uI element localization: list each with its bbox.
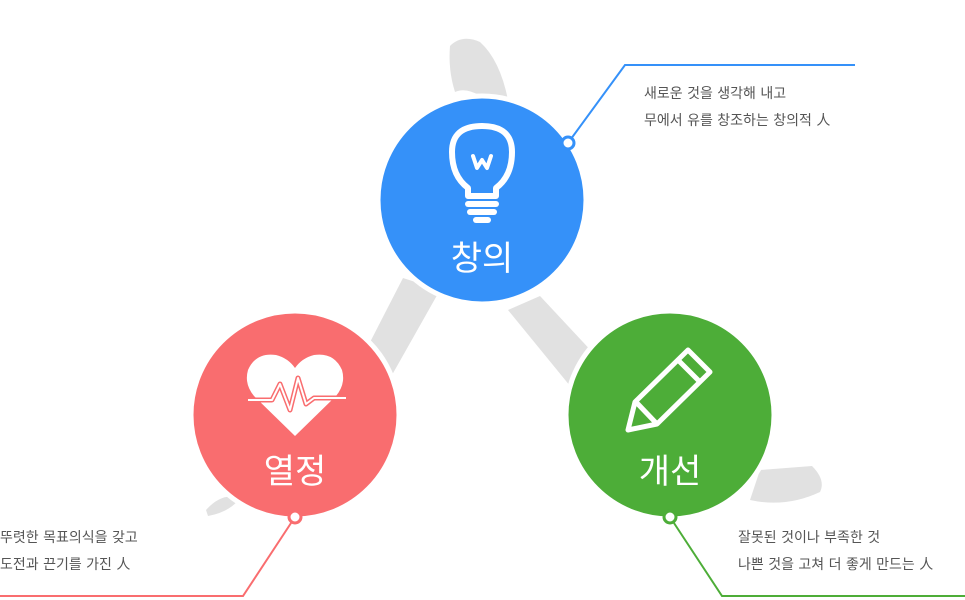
description-line: 잘못된 것이나 부족한 것: [738, 530, 881, 546]
connector-dot-improvement: [662, 509, 678, 525]
swoosh-bottom-left: [206, 496, 240, 516]
circle-title-passion: 열정: [264, 452, 327, 492]
connector-improvement: [669, 516, 965, 597]
swoosh-bottom-right: [750, 466, 822, 503]
connector-dot-passion: [287, 509, 303, 525]
swoosh-left-arm: [366, 278, 440, 375]
pencil-icon: [625, 347, 713, 433]
connector-passion: [0, 516, 296, 597]
circle-creativity: 창의: [375, 93, 589, 307]
description-creativity: 새로운 것을 생각해 내고 무에서 유를 창조하는 창의적 人: [644, 81, 830, 135]
description-line: 새로운 것을 생각해 내고: [644, 86, 787, 102]
background-swooshes: [206, 38, 822, 516]
circle-title-creativity: 창의: [451, 239, 514, 279]
connector-dot-creativity: [560, 135, 576, 151]
circle-improvement: 개선: [563, 308, 777, 522]
description-passion: 뚜렷한 목표의식을 갖고 도전과 끈기를 가진 人: [0, 525, 138, 579]
swoosh-right-arm: [508, 296, 596, 392]
description-line: 뚜렷한 목표의식을 갖고: [0, 530, 138, 546]
lightbulb-icon: [449, 123, 515, 223]
circle-title-improvement: 개선: [639, 452, 702, 492]
description-line: 무에서 유를 창조하는 창의적 人: [644, 113, 831, 129]
description-line: 도전과 끈기를 가진 人: [0, 557, 131, 573]
circle-passion: 열정: [188, 308, 402, 522]
swoosh-top: [449, 38, 508, 112]
heartbeat-icon: [246, 354, 346, 436]
connector-creativity: [567, 64, 855, 144]
description-line: 나쁜 것을 고쳐 더 좋게 만드는 人: [738, 557, 934, 573]
description-improvement: 잘못된 것이나 부족한 것 나쁜 것을 고쳐 더 좋게 만드는 人: [738, 525, 933, 579]
